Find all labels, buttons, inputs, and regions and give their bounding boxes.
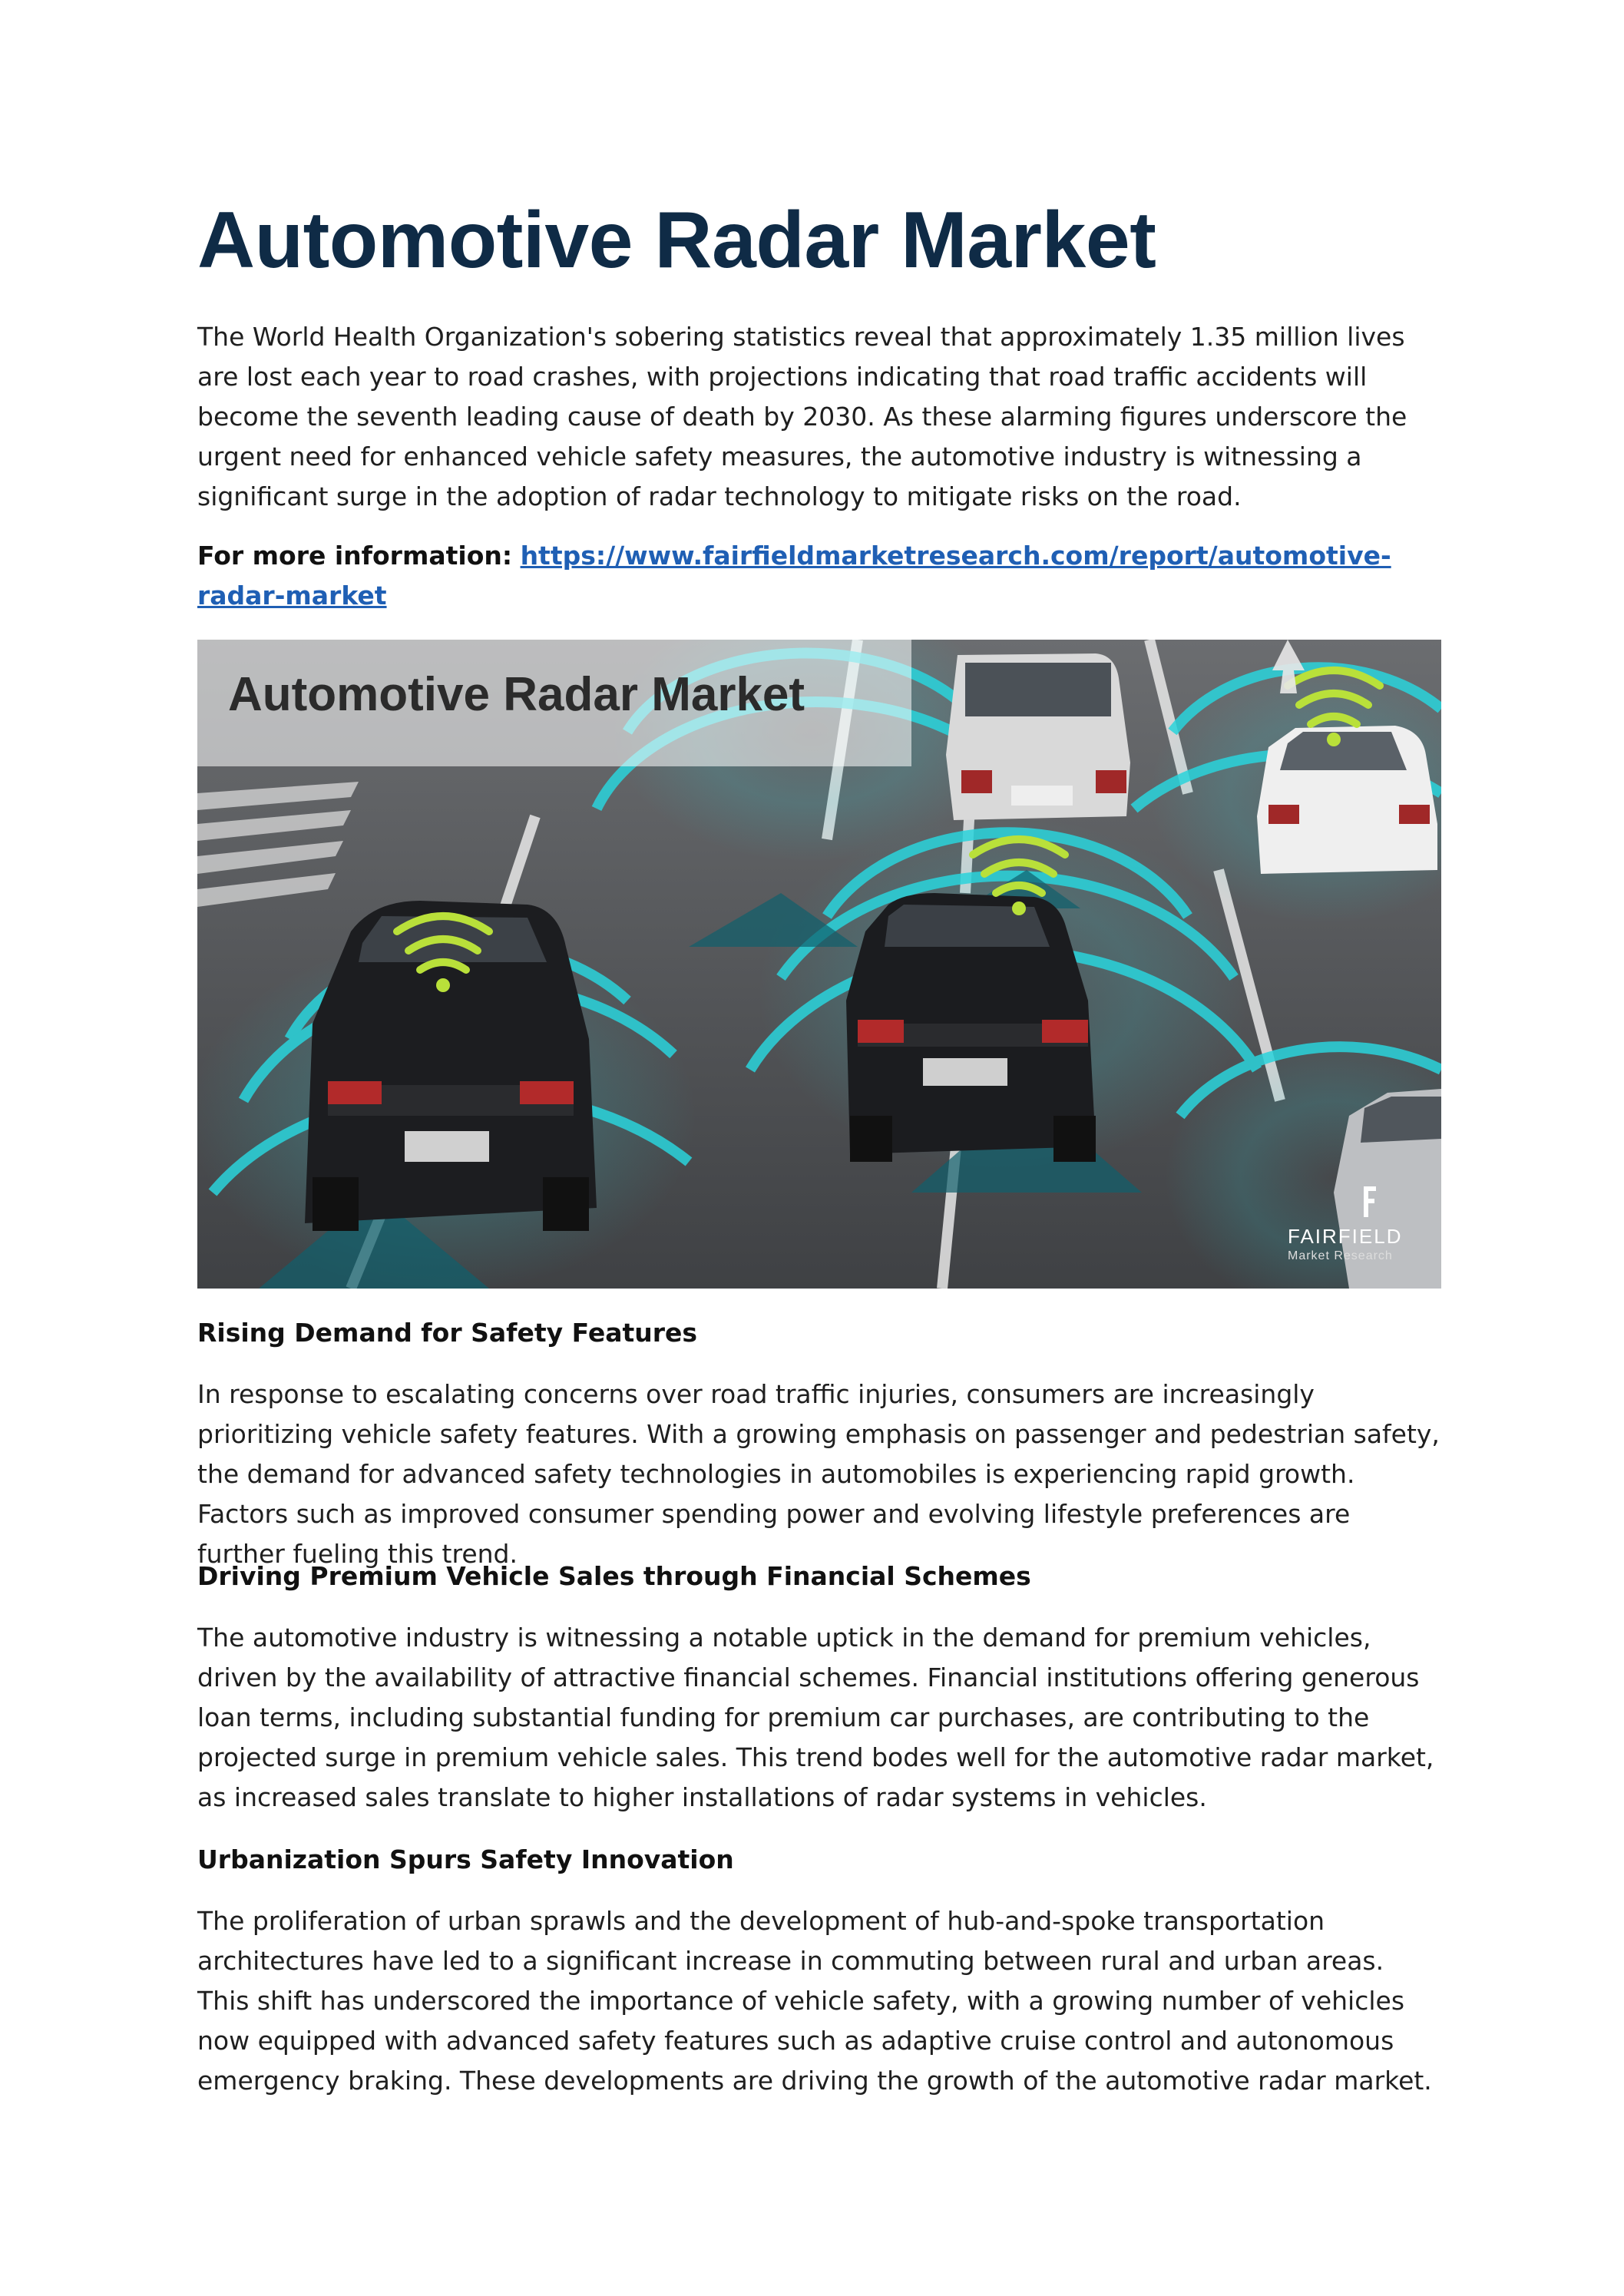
intro-paragraph: The World Health Organization's sobering… bbox=[197, 322, 1407, 511]
hero-banner-text: Automotive Radar Market bbox=[228, 668, 805, 721]
logo-name: FAIRFIELD bbox=[1288, 1225, 1403, 1248]
section-heading-urbanization: Urbanization Spurs Safety Innovation bbox=[197, 1844, 734, 1874]
section-body-safety-features: In response to escalating concerns over … bbox=[197, 1379, 1440, 1569]
more-info-line: For more information: https://www.fairfi… bbox=[197, 536, 1441, 616]
more-info-label: For more information: bbox=[197, 541, 513, 571]
page-title: Automotive Radar Market bbox=[197, 196, 1156, 285]
report-link[interactable]: https://www.fairfieldmarketresearch.com/… bbox=[197, 541, 1391, 610]
section-body-premium-vehicle-sales: The automotive industry is witnessing a … bbox=[197, 1623, 1434, 1812]
section-heading-safety-features: Rising Demand for Safety Features bbox=[197, 1318, 698, 1348]
logo-tagline: Market Research bbox=[1288, 1249, 1393, 1262]
logo-mark-icon bbox=[1361, 1185, 1378, 1219]
section-body-urbanization: The proliferation of urban sprawls and t… bbox=[197, 1906, 1432, 2096]
section-heading-premium-vehicle-sales: Driving Premium Vehicle Sales through Fi… bbox=[197, 1561, 1031, 1591]
hero-image: Automotive Radar Market FAIRFIELD Market… bbox=[197, 640, 1441, 1289]
